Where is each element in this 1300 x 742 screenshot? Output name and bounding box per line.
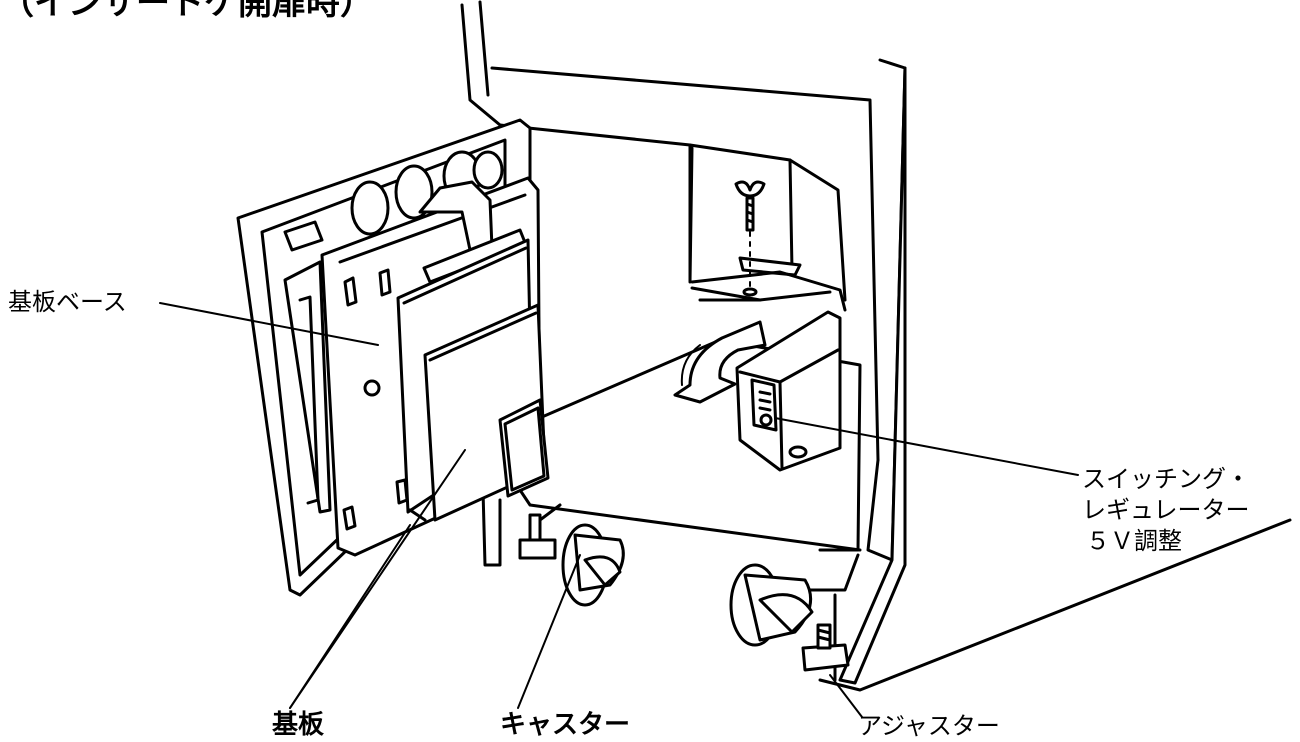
label-regulator-line3: ５Ｖ調整 [1086, 527, 1182, 555]
label-board-base: 基板ベース [8, 288, 127, 316]
leader-caster [517, 554, 581, 709]
leader-regulator [774, 417, 1079, 476]
adjuster-foot [801, 623, 850, 672]
caster-front [518, 513, 625, 607]
connector-knobs [350, 150, 528, 284]
switching-regulator [690, 256, 847, 472]
label-board: 基板 [272, 710, 325, 740]
caster-rear [729, 563, 814, 647]
label-caster: キャスター [500, 710, 631, 740]
label-regulator-line2: レギュレーター [1082, 496, 1250, 524]
leader-board-2 [289, 524, 411, 709]
diagram-title: （インサートケ開扉時） [0, 0, 374, 23]
leader-lines [159, 302, 1079, 718]
label-regulator-line1: スイッチング・ [1082, 465, 1250, 493]
label-adjuster: アジャスター [858, 712, 1000, 740]
label-switching-regulator: スイッチング・ レギュレーター ５Ｖ調整 [1082, 464, 1250, 557]
cabinet-frame [460, 0, 1292, 692]
rotation-arrow [673, 320, 767, 404]
leader-adjuster [829, 674, 863, 718]
leader-board-base [159, 302, 379, 346]
wing-bolt [734, 180, 766, 289]
